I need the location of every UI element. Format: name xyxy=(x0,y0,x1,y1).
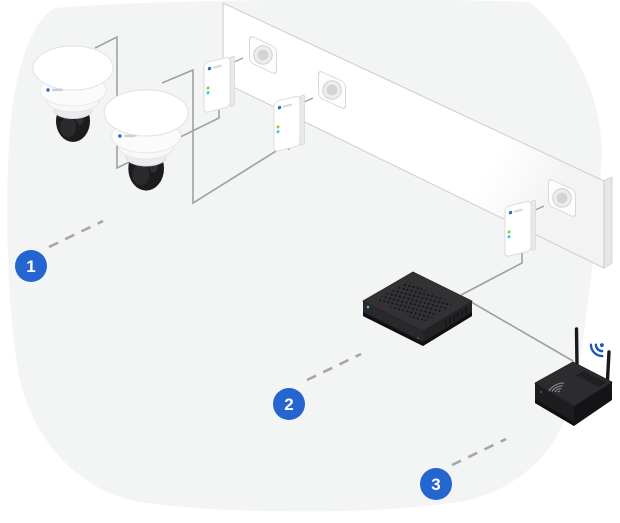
wireless-signal-icon xyxy=(589,343,604,358)
wall-side-face xyxy=(603,176,613,269)
router-vent-grille xyxy=(576,370,606,387)
step-badge-2-number: 2 xyxy=(284,395,293,414)
recorder-box xyxy=(362,271,473,346)
wall-front-face xyxy=(222,2,605,269)
recorder-disc-slot xyxy=(363,312,423,346)
router-wifi-logo xyxy=(548,382,565,393)
step-badge-3-number: 3 xyxy=(431,475,440,494)
callout-line-1 xyxy=(48,219,104,249)
step-badge-1-number: 1 xyxy=(26,257,35,276)
step-badge-2-circle[interactable] xyxy=(273,388,305,420)
router-top-face xyxy=(534,361,613,407)
callout-dashes xyxy=(48,219,507,467)
cable-camera1-to-adapter1 xyxy=(94,35,220,170)
powerline-adapter-3 xyxy=(504,198,537,258)
cable-recorder-to-router xyxy=(465,298,574,362)
cable-adapter3-to-recorder xyxy=(460,253,523,296)
powerline-adapter-1 xyxy=(203,54,236,114)
router-antenna-left xyxy=(574,327,579,368)
wall-panel xyxy=(222,2,613,269)
router-front-face xyxy=(535,383,574,426)
step-badge-3-circle[interactable] xyxy=(420,468,452,500)
step-badge-1[interactable]: 1 xyxy=(15,250,47,282)
router-bottom-strip xyxy=(535,399,574,426)
step-badge-2[interactable]: 2 xyxy=(273,388,305,420)
callout-line-3 xyxy=(451,437,507,467)
recorder-button xyxy=(416,336,420,340)
router-right-face xyxy=(574,382,612,426)
router-front-led xyxy=(539,390,543,394)
wifi-router xyxy=(534,327,613,426)
powerline-adapter-2 xyxy=(273,93,306,153)
recorder-vent-holes xyxy=(376,281,453,323)
step-badge-3[interactable]: 3 xyxy=(420,468,452,500)
recorder-side-vents xyxy=(445,307,467,326)
step-badge-1-circle[interactable] xyxy=(15,250,47,282)
recorder-logo-led xyxy=(366,305,370,309)
recorder-bottom-strip xyxy=(423,312,472,346)
callout-line-2 xyxy=(306,352,362,382)
